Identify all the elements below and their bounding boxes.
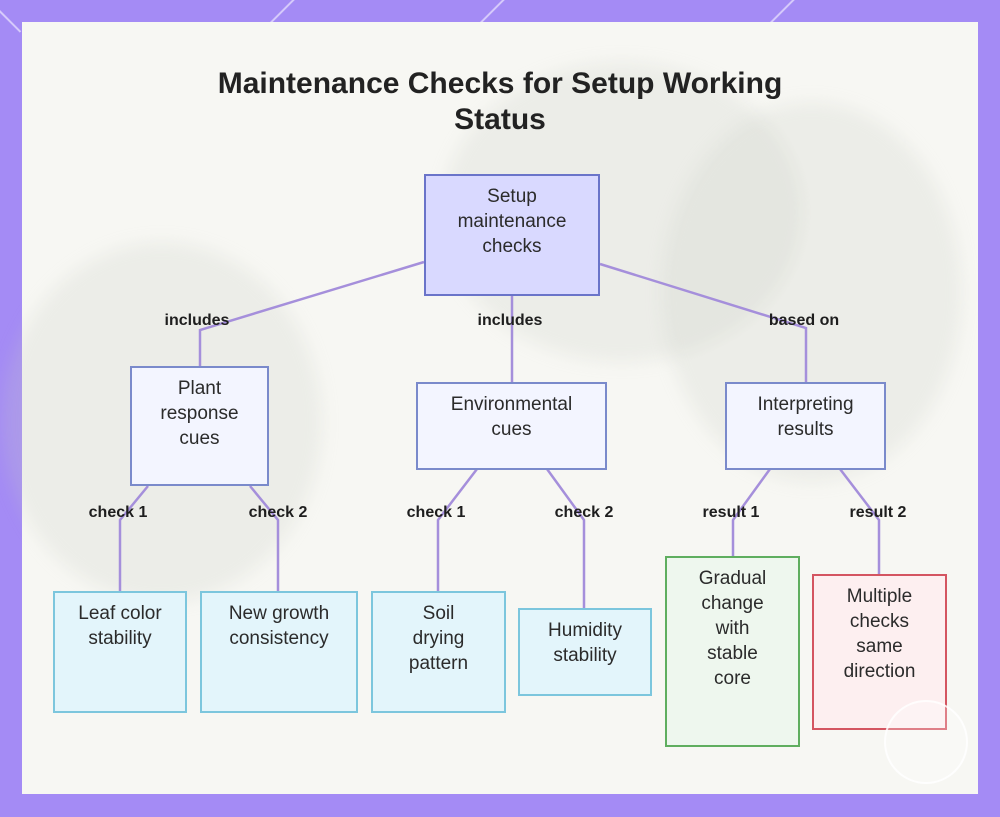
node-label: New growth consistency	[228, 603, 330, 649]
watermark-logo-icon	[884, 700, 968, 784]
edge-label-check-2: check 2	[248, 504, 308, 521]
edge-label-result-1: result 1	[702, 504, 760, 521]
node-label: Environmental cues	[450, 394, 573, 440]
node-label: Setup maintenance checks	[457, 186, 567, 257]
edge-label-check-1: check 1	[406, 504, 466, 521]
node-label: Gradual change with stable core	[698, 568, 767, 689]
node-multiple-checks-same-direction: Multiple checks same direction	[812, 574, 947, 730]
edge-env-humidity	[545, 468, 586, 608]
edge-label-based-on: based on	[768, 312, 840, 329]
node-gradual-change-with-stable-core: Gradual change with stable core	[665, 556, 800, 747]
node-label: Soil drying pattern	[408, 603, 469, 674]
edge-root-plant	[198, 260, 425, 366]
edge-label-result-2: result 2	[849, 504, 907, 521]
node-environmental-cues: Environmental cues	[416, 382, 607, 470]
node-soil-drying-pattern: Soil drying pattern	[371, 591, 506, 713]
edge-interp-multiple	[839, 468, 881, 574]
node-setup-maintenance-checks: Setup maintenance checks	[424, 174, 600, 296]
edge-root-interp	[599, 262, 808, 382]
edge-interp-gradual	[731, 468, 772, 556]
diagram-title: Maintenance Checks for Setup Working Sta…	[217, 67, 783, 136]
node-label: Humidity stability	[548, 620, 622, 666]
node-plant-response-cues: Plant response cues	[130, 366, 269, 486]
edge-plant-new-growth	[249, 485, 280, 591]
edge-label-includes: includes	[477, 312, 543, 329]
edge-label-includes: includes	[164, 312, 230, 329]
node-label: Plant response cues	[160, 378, 239, 449]
node-label: Multiple checks same direction	[843, 586, 916, 682]
node-label: Interpreting results	[757, 394, 854, 440]
node-leaf-color-stability: Leaf color stability	[53, 591, 187, 713]
edge-plant-leaf-color	[118, 485, 149, 591]
node-humidity-stability: Humidity stability	[518, 608, 652, 696]
node-label: Leaf color stability	[78, 603, 162, 649]
edge-env-soil	[436, 468, 478, 591]
edge-label-check-2: check 2	[554, 504, 614, 521]
node-interpreting-results: Interpreting results	[725, 382, 886, 470]
edge-label-check-1: check 1	[88, 504, 148, 521]
node-new-growth-consistency: New growth consistency	[200, 591, 358, 713]
